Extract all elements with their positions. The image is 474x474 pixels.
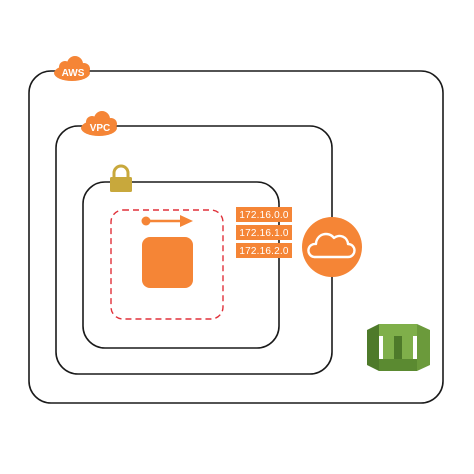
- vpc-label: VPC: [90, 123, 111, 134]
- route-entry-label: 172.16.0.0: [239, 210, 289, 221]
- aws-label: AWS: [62, 68, 85, 79]
- auto-scaling-group: [110, 209, 224, 320]
- route-table: 172.16.0.0 172.16.1.0 172.16.2.0: [236, 207, 292, 258]
- arrow-icon: [141, 215, 193, 227]
- codedeploy-icon: [367, 324, 430, 371]
- cloud-gateway-icon: [302, 217, 362, 277]
- route-entry: 172.16.2.0: [236, 243, 292, 258]
- vpc-cloud-icon: [81, 111, 117, 136]
- route-entry: 172.16.0.0: [236, 207, 292, 222]
- route-entry-label: 172.16.1.0: [239, 228, 289, 239]
- aws-cloud-badge: AWS: [54, 56, 90, 81]
- subnet-container: [82, 181, 280, 349]
- vpc-cloud-badge: VPC: [81, 111, 117, 136]
- lock-icon: [110, 164, 132, 192]
- route-entry-label: 172.16.2.0: [239, 246, 289, 257]
- instance-icon: [142, 237, 193, 288]
- aws-container: [28, 70, 444, 404]
- aws-cloud-icon: [54, 56, 90, 81]
- route-entry: 172.16.1.0: [236, 225, 292, 240]
